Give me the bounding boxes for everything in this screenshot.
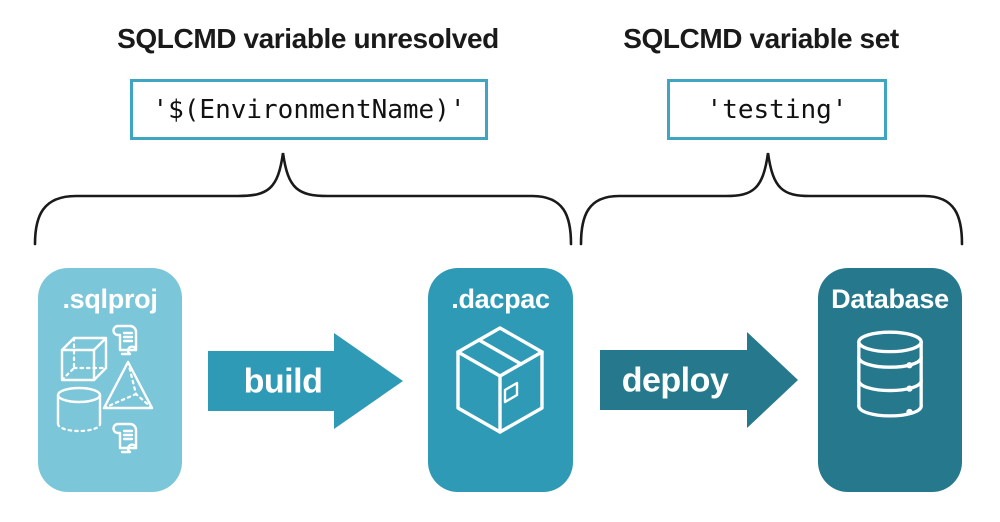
sqlproj-node: .sqlproj — [38, 268, 182, 492]
deploy-arrow — [600, 332, 798, 428]
dacpac-node-label: .dacpac — [451, 284, 550, 314]
deploy-arrow-label: deploy — [621, 361, 729, 400]
database-node: Database — [818, 268, 962, 492]
database-node-label: Database — [831, 284, 949, 314]
code-box-testing: 'testing' — [667, 79, 887, 140]
right-curly-brace — [579, 152, 964, 246]
build-arrow-label: build — [243, 362, 323, 401]
scroll-icon — [112, 422, 138, 454]
cube-icon — [60, 336, 108, 382]
build-arrow — [208, 333, 403, 429]
cylinder-icon — [56, 386, 102, 433]
heading-variable-set: SQLCMD variable set — [623, 23, 899, 54]
package-box-icon — [456, 326, 544, 434]
heading-variable-unresolved: SQLCMD variable unresolved — [117, 23, 499, 54]
pyramid-icon — [102, 360, 154, 410]
sqlproj-node-label: .sqlproj — [62, 284, 158, 314]
left-curly-brace — [33, 152, 573, 246]
code-value-set: 'testing' — [706, 94, 848, 125]
dacpac-node: .dacpac — [428, 268, 573, 492]
sql-objects-icons — [56, 324, 154, 454]
database-cylinder-icon — [857, 330, 923, 418]
code-box-environment-name: '$(EnvironmentName)' — [130, 79, 488, 140]
scroll-icon — [112, 324, 138, 356]
code-value-unresolved: '$(EnvironmentName)' — [152, 94, 466, 125]
